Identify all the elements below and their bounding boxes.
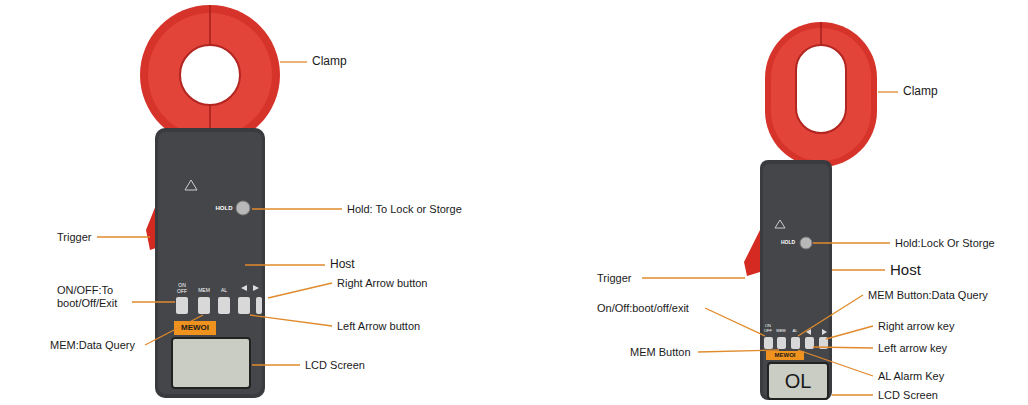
- button-text: AL: [793, 329, 798, 334]
- part-label: Host: [890, 261, 921, 278]
- right-tester: [642, 22, 898, 400]
- part-label: MEM Button: [630, 346, 691, 359]
- part-label: Trigger: [597, 272, 631, 285]
- part-label: Left arrow key: [878, 342, 947, 355]
- button-text: MEM: [776, 329, 785, 334]
- part-label: Left Arrow button: [337, 320, 420, 333]
- part-label: LCD Screen: [305, 359, 365, 372]
- part-label: Clamp: [903, 85, 938, 99]
- part-label: Right Arrow button: [337, 277, 428, 290]
- part-label: ON/OFF:To boot/Off/Exit: [57, 284, 137, 309]
- part-label: Hold: To Lock or Storge: [347, 203, 462, 216]
- part-label: Clamp: [312, 55, 347, 69]
- brand-logo: MEWOI: [775, 352, 796, 359]
- button-text: ON OFF: [763, 324, 773, 333]
- part-label: LCD Screen: [878, 389, 938, 402]
- part-label: MEM Button:Data Query: [868, 289, 988, 302]
- part-label: Trigger: [57, 231, 91, 244]
- lcd-reading: OL: [785, 370, 812, 393]
- button-text: HOLD: [216, 205, 233, 212]
- part-label: AL Alarm Key: [878, 370, 944, 383]
- part-label: Right arrow key: [878, 320, 954, 333]
- part-label: Host: [330, 258, 355, 272]
- button-text: MEM: [198, 288, 210, 294]
- button-text: AL: [221, 288, 227, 294]
- button-text: ON OFF: [175, 283, 189, 295]
- button-text: HOLD: [781, 240, 795, 246]
- part-label: MEM:Data Query: [50, 339, 135, 352]
- brand-logo: MEWOI: [181, 323, 209, 332]
- part-label: On/Off:boot/off/exit: [597, 302, 689, 315]
- part-label: Hold:Lock Or Storge: [895, 237, 995, 250]
